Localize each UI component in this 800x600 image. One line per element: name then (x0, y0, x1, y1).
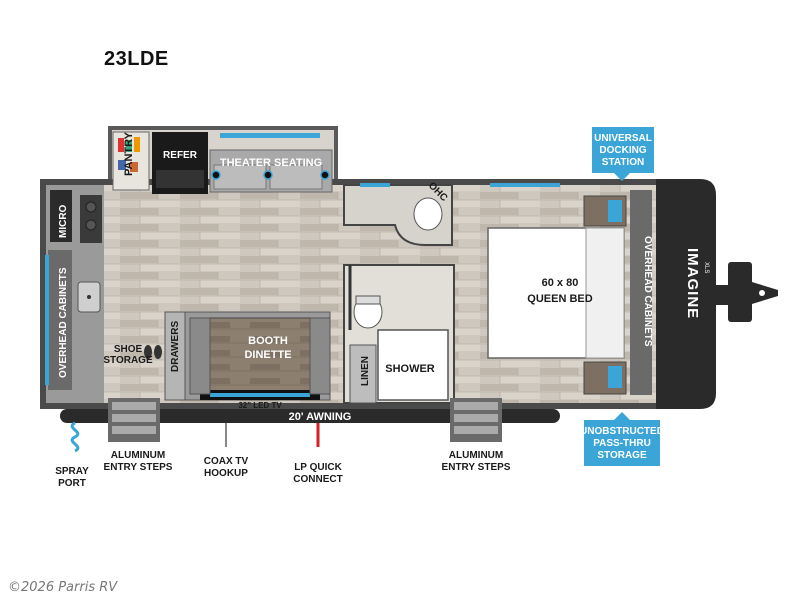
label-shoe-storage-1: SHOE (114, 344, 143, 355)
hitch-ball (759, 290, 765, 296)
model-name: 23LDE (104, 48, 169, 70)
label-spray-1: SPRAY (55, 466, 89, 477)
label-pantry: PANTRY (123, 131, 135, 176)
label-overhead-cabinets-left: OVERHEAD CABINETS (58, 267, 69, 378)
window-left (45, 255, 49, 385)
callout-docking: UNIVERSAL DOCKING STATION (592, 127, 654, 181)
pass-thru-line-3: STORAGE (597, 450, 647, 461)
slideout-window (220, 133, 320, 138)
spray-hose (70, 421, 80, 453)
shower-box (377, 329, 449, 401)
label-steps-left-2: ENTRY STEPS (104, 462, 173, 473)
exterior (60, 398, 560, 453)
label-bed-type: QUEEN BED (527, 293, 592, 305)
docking-line-3: STATION (602, 157, 644, 168)
bedroom (487, 183, 652, 395)
label-coax-1: COAX TV (204, 456, 249, 467)
label-theater-seating: THEATER SEATING (220, 157, 322, 169)
label-micro: MICRO (58, 204, 69, 238)
docking-line-2: DOCKING (599, 145, 646, 156)
label-spray-2: PORT (58, 478, 86, 489)
label-lp-2: CONNECT (293, 474, 342, 485)
brand-sub: XLS (703, 262, 709, 273)
callout-pass-thru: UNOBSTRUCTED PASS-THRU STORAGE (580, 412, 664, 466)
coupler (728, 262, 752, 322)
pass-thru-line-1: UNOBSTRUCTED (580, 426, 664, 437)
label-drawers: DRAWERS (170, 321, 181, 372)
label-shower: SHOWER (385, 363, 435, 375)
micro-box (50, 190, 72, 242)
label-linen: LINEN (360, 356, 371, 386)
label-lp-1: LP QUICK (294, 462, 342, 473)
brand-logo: IMAGINE (684, 248, 701, 319)
label-booth: BOOTH (248, 335, 288, 347)
bathroom (343, 183, 455, 404)
copyright-text: ©2026 Parris RV (8, 580, 118, 595)
overhead-cabinets-right-box (630, 190, 652, 395)
awning (60, 409, 560, 423)
tongue (716, 285, 730, 305)
overhead-cabinets-left-box (48, 250, 72, 390)
label-steps-left-1: ALUMINUM (111, 450, 165, 461)
led-tv (210, 393, 310, 397)
label-led-tv: 32" LED TV (238, 401, 282, 410)
docking-line-1: UNIVERSAL (594, 133, 652, 144)
label-refer: REFER (163, 150, 198, 161)
dinette (144, 311, 331, 401)
bedroom-window (490, 183, 560, 187)
left-kitchen (45, 185, 104, 403)
label-shoe-storage-2: STORAGE (103, 355, 153, 366)
label-coax-2: HOOKUP (204, 468, 248, 479)
label-overhead-cabinets-right: OVERHEAD CABINETS (642, 236, 653, 347)
label-bed-size: 60 x 80 (542, 277, 579, 289)
label-awning: 20' AWNING (289, 411, 352, 423)
front-cap (656, 179, 716, 409)
label-dinette: DINETTE (244, 349, 291, 361)
label-steps-right-2: ENTRY STEPS (442, 462, 511, 473)
pass-thru-line-2: PASS-THRU (593, 438, 651, 449)
slideout-contents (112, 131, 333, 194)
label-steps-right-1: ALUMINUM (449, 450, 503, 461)
